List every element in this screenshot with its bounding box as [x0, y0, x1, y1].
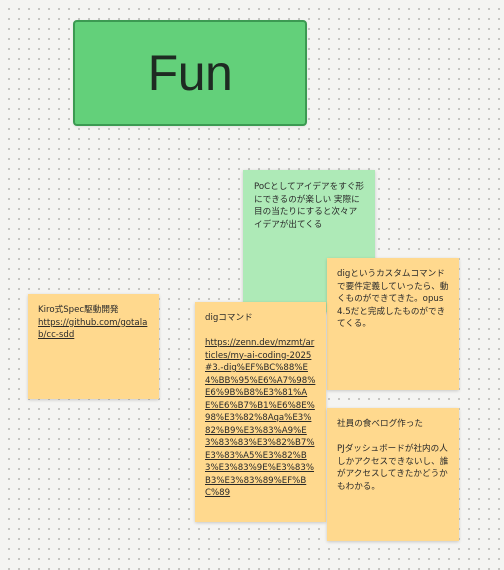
sticky-note-title: 社員の食べログ作った — [337, 419, 423, 429]
sticky-note-dig-command[interactable]: digコマンド https://zenn.dev/mzmt/articles/m… — [195, 302, 326, 522]
sticky-note-title: Kiro式Spec駆動開発 — [38, 305, 119, 315]
sticky-note-dig-custom[interactable]: digというカスタムコマンドで要件定義していったら、動くものができてきた。opu… — [327, 258, 459, 390]
spacer — [205, 325, 316, 338]
sticky-note-shain-tabelog[interactable]: 社員の食べログ作った PJダッシュボードが社内の人しかアクセスできないし、誰がア… — [327, 408, 459, 541]
sticky-note-title: digコマンド — [205, 313, 253, 323]
sticky-note-poc[interactable]: PoCとしてアイデアをすぐ形にできるのが楽しい 実際に目の当たりにすると次々アイ… — [243, 170, 375, 312]
spacer — [337, 431, 449, 444]
section-title: Fun — [147, 45, 233, 101]
sticky-note-text: digというカスタムコマンドで要件定義していったら、動くものができてきた。opu… — [337, 269, 449, 329]
sticky-note-text: PoCとしてアイデアをすぐ形にできるのが楽しい 実際に目の当たりにすると次々アイ… — [254, 182, 364, 230]
section-title-shape[interactable]: Fun — [73, 20, 307, 126]
sticky-note-kiro[interactable]: Kiro式Spec駆動開発 https://github.com/gotalab… — [28, 294, 159, 399]
sticky-note-link[interactable]: https://zenn.dev/mzmt/articles/my-ai-cod… — [205, 338, 316, 498]
sticky-note-link[interactable]: https://github.com/gotalab/cc-sdd — [38, 317, 148, 341]
sticky-note-text: PJダッシュボードが社内の人しかアクセスできないし、誰がアクセスしてきたかどうか… — [337, 444, 449, 492]
